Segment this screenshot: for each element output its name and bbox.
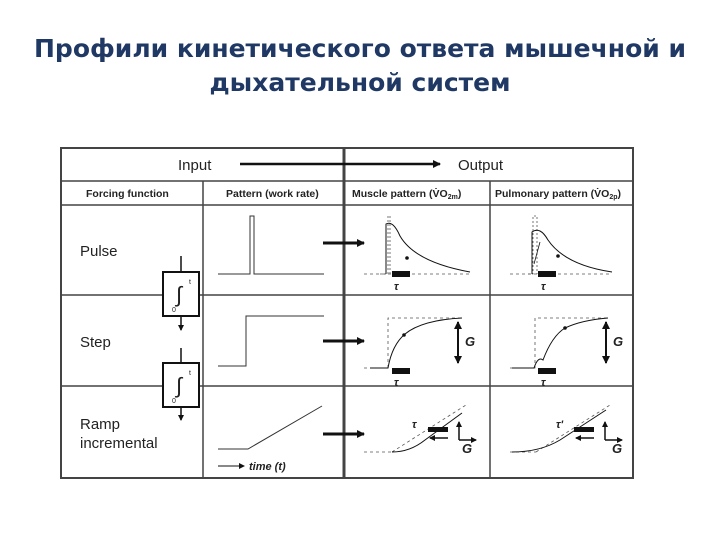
integral-operator-step-ramp: ∫ t 0 <box>162 348 200 421</box>
integral-sign: ∫ <box>174 373 184 398</box>
pulmonary-step-response: τ G <box>510 317 623 389</box>
integral-upper: t <box>189 370 191 377</box>
output-header: Output <box>458 157 504 174</box>
input-header: Input <box>178 157 212 174</box>
column-header-muscle: Muscle pattern (V̇O2m) <box>352 188 461 201</box>
muscle-ramp-response: τ G <box>364 404 477 456</box>
slide-title-line-1: Профили кинетического ответа мышечной и <box>34 34 686 63</box>
gain-label: G <box>612 441 622 456</box>
tau-label: τ <box>541 377 546 389</box>
gain-label: G <box>462 441 472 456</box>
column-header-pulmonary-sub: 2p <box>609 194 617 201</box>
gain-label: G <box>613 334 623 349</box>
integral-lower: 0 <box>172 307 176 314</box>
row-label-incremental: incremental <box>80 435 158 452</box>
pulmonary-ramp-response: τ' G <box>510 404 623 456</box>
tau-label: τ <box>394 377 399 389</box>
tau-label: τ <box>394 281 399 293</box>
column-header-muscle-sub: 2m <box>448 194 458 201</box>
tau-label: τ <box>412 419 417 431</box>
diagram-grid <box>60 147 634 479</box>
slide-title: Профили кинетического ответа мышечной и … <box>0 32 720 100</box>
column-header-muscle-text: Muscle pattern (V̇O <box>352 188 448 200</box>
integral-lower: 0 <box>172 398 176 405</box>
row-label-pulse: Pulse <box>80 243 118 260</box>
column-header-forcing: Forcing function <box>86 188 169 200</box>
tau-label: τ <box>541 281 546 293</box>
pulmonary-pulse-response: τ <box>510 215 613 293</box>
work-rate-pulse <box>218 215 324 275</box>
row-label-step: Step <box>80 334 111 351</box>
tau-prime-label: τ' <box>556 419 563 431</box>
column-header-pulmonary-text: Pulmonary pattern (V̇O <box>495 188 609 200</box>
row-label-ramp: Ramp <box>80 416 120 433</box>
muscle-pulse-response: τ <box>364 215 471 293</box>
work-rate-ramp <box>218 405 323 450</box>
muscle-step-response: τ G <box>364 317 475 389</box>
column-header-pulmonary: Pulmonary pattern (V̇O2p) <box>495 188 621 201</box>
time-axis-label: time (t) <box>249 461 286 473</box>
integral-operator-pulse-step: ∫ t 0 <box>162 256 200 331</box>
slide-title-line-2: дыхательной систем <box>209 68 511 97</box>
column-header-pattern: Pattern (work rate) <box>226 188 319 200</box>
work-rate-step <box>218 315 324 367</box>
integral-sign: ∫ <box>174 282 184 307</box>
gain-label: G <box>465 334 475 349</box>
integral-upper: t <box>189 279 191 286</box>
